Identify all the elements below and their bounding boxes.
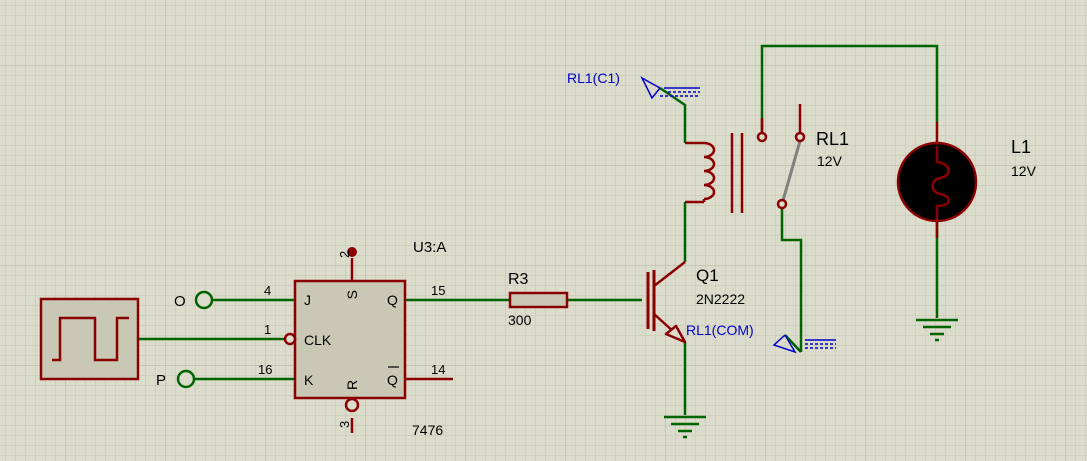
pin-label-q: Q: [387, 292, 398, 308]
emitter-arrow-icon: [664, 324, 687, 344]
terminal-o-label: O: [174, 293, 186, 310]
transistor-ref: Q1: [696, 266, 719, 285]
clock-source[interactable]: [39, 297, 140, 381]
pin-number-r: 3: [337, 421, 352, 428]
flipflop-ref: U3:A: [413, 239, 446, 256]
pin-label-r: R: [344, 380, 360, 390]
terminal-p[interactable]: [176, 369, 196, 389]
probe-com[interactable]: [772, 334, 836, 354]
pin-label-qbar: Q: [387, 372, 398, 388]
relay-rl1[interactable]: [685, 104, 806, 213]
pin-label-k: K: [304, 372, 314, 388]
probe-com-label: RL1(COM): [686, 322, 754, 338]
probe-c1[interactable]: [640, 76, 700, 100]
resistor-ref: R3: [508, 271, 529, 288]
wires: [139, 44, 939, 415]
flipflop-part: 7476: [412, 422, 443, 438]
ground-icon: [664, 415, 706, 439]
terminal-p-label: P: [156, 372, 166, 389]
probe-c1-label: RL1(C1): [567, 70, 620, 86]
pin-number-q: 15: [431, 283, 445, 298]
square-wave-icon: [52, 316, 129, 362]
pin-number-j: 4: [264, 283, 271, 298]
relay-value: 12V: [817, 153, 843, 169]
transistor-q1[interactable]: [646, 261, 687, 344]
lamp-value: 12V: [1011, 163, 1037, 179]
relay-ref: RL1: [816, 129, 849, 149]
pin-number-s: 2: [337, 251, 352, 258]
pin-number-clk: 1: [264, 322, 271, 337]
terminal-o[interactable]: [194, 290, 214, 310]
lamp-ref: L1: [1011, 137, 1031, 157]
transistor-part: 2N2222: [696, 291, 745, 307]
lamp-l1[interactable]: [896, 122, 978, 238]
pin-label-s: S: [344, 290, 360, 299]
resistor-value: 300: [508, 312, 532, 328]
ground-icon: [916, 318, 958, 342]
pin-number-qbar: 14: [431, 362, 445, 377]
resistor-r3[interactable]: [508, 291, 569, 309]
pin-label-j: J: [304, 292, 311, 308]
pin-number-k: 16: [258, 362, 272, 377]
pin-label-clk: CLK: [304, 332, 332, 348]
lamp-filament-icon: [931, 146, 950, 220]
flipflop-7476[interactable]: [283, 247, 453, 433]
